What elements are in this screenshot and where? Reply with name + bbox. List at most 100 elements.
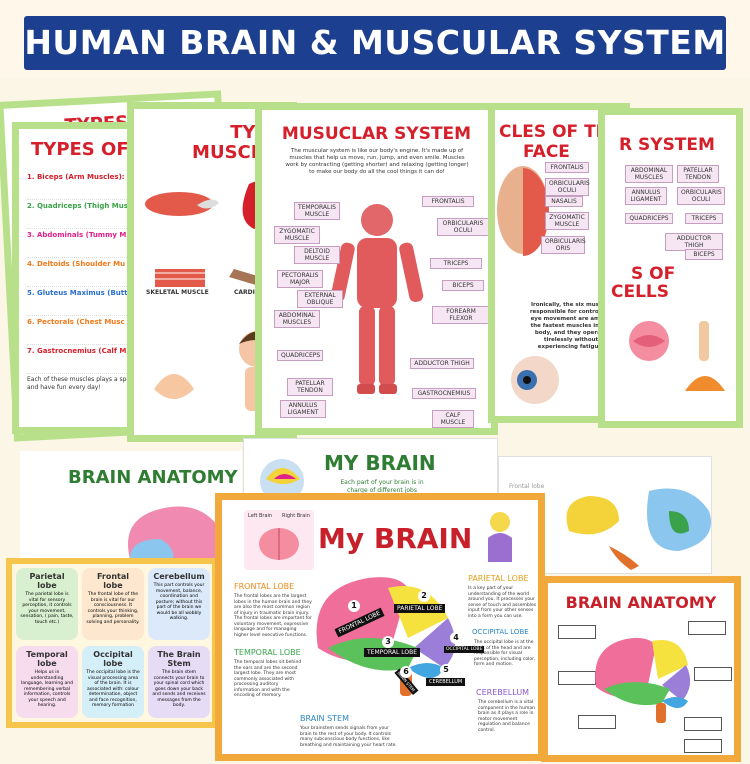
label-triceps: TRICEPS — [430, 258, 482, 269]
label-abdominal: ABDOMINAL MUSCLES — [274, 310, 320, 328]
lobe-label-cerebellum: CEREBELLUM — [426, 678, 466, 686]
face-label-orbicularis-oris: ORBICULARIS ORIS — [541, 236, 586, 254]
my-brain-back-subtitle: Each part of your brain is in charge of … — [340, 479, 424, 494]
frontal-text: The frontal lobes are the largest lobes … — [234, 594, 312, 638]
my-brain-back-title: MY BRAIN — [324, 451, 436, 475]
card-brain-anatomy-back: BRAIN ANATOMY — [20, 451, 242, 569]
temporal-title: TEMPORAL LOBE — [234, 648, 301, 657]
temporal-text: The temporal lobes sit behind the ears a… — [234, 660, 302, 698]
lobe-number-6: 6 — [400, 666, 412, 678]
lobe-number-4: 4 — [450, 632, 462, 644]
blank-label-box — [684, 717, 722, 731]
brainstem-title: BRAIN STEM — [300, 714, 350, 723]
label-external-oblique: EXTERNAL OBLIQUE — [297, 290, 343, 308]
label-quadriceps: QUADRICEPS — [277, 350, 323, 361]
system-label-orbicularis: ORBICULARIS OCULI — [677, 187, 725, 205]
banner-bar: HUMAN BRAIN & MUSCULAR SYSTEM — [24, 16, 726, 70]
tile-occipital: Occipital lobe The occipital lobe is the… — [82, 646, 144, 718]
card-my-brain-main: Left Brain Right Brain My BRAIN FRONTAL … — [215, 493, 545, 761]
brain-anatomy-illustration — [595, 637, 691, 723]
label-zygomatic: ZYGOMATIC MUSCLE — [274, 226, 320, 244]
face-label-orbicularis-oculi: ORBICULARIS OCULI — [545, 178, 590, 196]
card-types-muscles-title: TYPES OF — [31, 139, 129, 160]
parts-back-label: Frontal lobe — [509, 483, 545, 490]
face-label-frontalis: FRONTALIS — [545, 162, 589, 173]
parietal-text: Is a key part of your understanding of t… — [468, 586, 537, 619]
card-system-right: R SYSTEM ABDOMINAL MUSCLES PATELLAR TEND… — [598, 108, 743, 428]
my-brain-back-thumb — [260, 459, 304, 503]
card-brain-anatomy-right: BRAIN ANATOMY — [541, 576, 741, 762]
label-temporalis: TEMPORALIS MUSCLE — [294, 202, 340, 220]
brain-anatomy-back-title: BRAIN ANATOMY — [68, 467, 238, 488]
cerebellum-title: CEREBELLUM — [476, 688, 530, 697]
blank-label-box — [694, 667, 732, 681]
list-item: 2. Quadriceps (Thigh Mus — [27, 202, 185, 229]
list-item: 5. Gluteus Maximus (Butt — [27, 289, 185, 316]
tile-frontal: Frontal lobe The frontal lobe of the bra… — [82, 568, 144, 640]
brain-parts-illustration — [566, 488, 711, 570]
muscular-intro: The muscular system is like our body's e… — [285, 148, 469, 175]
tile-parietal: Parietal lobe The parietal lobe is vital… — [16, 568, 78, 640]
list-item: 3. Abdominals (Tummy M — [27, 231, 185, 258]
label-annulus: ANNULUS LIGAMENT — [280, 400, 326, 418]
occipital-title: OCCIPITAL LOBE — [472, 628, 529, 636]
system-right-subtitle: S OF CELLS — [611, 264, 676, 302]
card-muscular-system: MUSUCLAR SYSTEM The muscular system is l… — [255, 103, 498, 435]
lobe-number-5: 5 — [440, 664, 452, 676]
muscle-body-illustration — [330, 204, 424, 394]
label-frontalis: FRONTALIS — [422, 196, 474, 207]
parietal-title: PARIETAL LOBE — [468, 574, 529, 583]
banner: HUMAN BRAIN & MUSCULAR SYSTEM — [0, 0, 750, 78]
brainstem-text: Your brainstem sends signals from your b… — [300, 726, 397, 748]
label-adductor: ADDUCTOR THIGH — [410, 358, 474, 369]
tile-temporal: Temporal lobe Helps us in understanding … — [16, 646, 78, 718]
list-item: 7. Gastrocnemius (Calf M — [27, 347, 185, 374]
blank-label-box — [688, 621, 726, 635]
face-fact: Ironically, the six muscles responsible … — [529, 302, 613, 350]
face-label-zygomatic: ZYGOMATIC MUSCLE — [545, 212, 589, 230]
frontal-title: FRONTAL LOBE — [234, 582, 295, 591]
muscle-list-footer: Each of these muscles plays a special ro… — [27, 376, 192, 391]
cerebellum-text: The cerebellum is a vital component in t… — [478, 700, 535, 733]
banner-title: HUMAN BRAIN & MUSCULAR SYSTEM — [24, 23, 726, 62]
system-label-abdominal: ABDOMINAL MUSCLES — [625, 165, 673, 183]
blank-label-box — [684, 739, 722, 753]
tile-brain-stem: The Brain Stem The brain stem connects y… — [148, 646, 210, 718]
system-label-triceps: TRICEPS — [685, 213, 723, 224]
lobe-label-temporal: TEMPORAL LOBE — [364, 648, 421, 657]
label-forearm-flexor: FOREARM FLEXOR — [432, 306, 490, 324]
label-orbicularis: ORBICULARIS OCULI — [437, 218, 489, 236]
face-title: CLES OF THE FACE — [499, 122, 622, 162]
label-calf: CALF MUSCLE — [432, 410, 474, 428]
muscle-list: 1. Biceps (Arm Muscles): 2. Quadriceps (… — [27, 173, 192, 392]
label-patellar: PATELLAR TENDON — [287, 378, 333, 396]
blank-label-box — [558, 625, 596, 639]
system-label-patellar: PATELLAR TENDON — [677, 165, 719, 183]
blank-label-box — [578, 715, 616, 729]
lobe-number-1: 1 — [348, 600, 360, 612]
eye-illustration — [511, 356, 559, 404]
system-label-quadriceps: QUADRICEPS — [625, 213, 673, 224]
label-pectoralis: PECTORALIS MAJOR — [277, 270, 323, 288]
list-item: 6. Pectorals (Chest Musc — [27, 318, 185, 345]
brain-anatomy-right-title: BRAIN ANATOMY — [565, 593, 717, 612]
card-lobes-tiles: Parietal lobe The parietal lobe is vital… — [6, 558, 218, 728]
label-gastrocnemius: GASTROCNEMIUS — [412, 388, 476, 399]
system-right-title: R SYSTEM — [619, 135, 715, 155]
cells-illustration — [629, 321, 725, 391]
lightbulb-head-icon — [488, 512, 512, 562]
skeletal-label: SKELETAL MUSCLE — [146, 289, 209, 296]
lobe-label-occipital: OCCIPITAL LOBE — [444, 646, 485, 653]
occipital-text: The occipital lobe is at the back of the… — [474, 640, 536, 667]
list-item: 4. Deltoids (Shoulder Mu — [27, 260, 185, 287]
label-biceps: BICEPS — [442, 280, 484, 291]
my-brain-main-title: My BRAIN — [318, 522, 473, 555]
lobe-number-2: 2 — [418, 590, 430, 602]
lobe-label-parietal: PARIETAL LOBE — [394, 604, 446, 613]
list-item: 1. Biceps (Arm Muscles): — [27, 173, 185, 200]
tile-cerebellum: Cerebellum This part controls your movem… — [148, 568, 210, 640]
muscular-title: MUSUCLAR SYSTEM — [281, 124, 472, 144]
label-deltoid: DELTOID MUSCLE — [294, 246, 340, 264]
lobe-number-3: 3 — [382, 636, 394, 648]
face-label-nasalis: NASALIS — [545, 196, 583, 207]
